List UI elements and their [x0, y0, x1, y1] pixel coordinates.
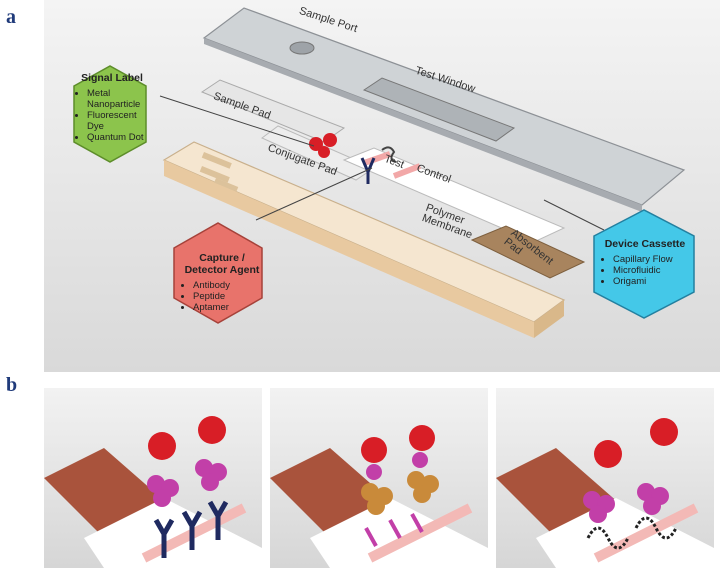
capture-agent-box: Capture / Detector Agent Antibody Peptid…: [182, 252, 262, 313]
signal-label-item: Metal Nanoparticle: [87, 88, 148, 110]
nanoparticle: [318, 146, 330, 158]
test-line: [363, 151, 391, 166]
capture-agent-item: Peptide: [193, 291, 262, 302]
sample-port-hole: [289, 41, 315, 55]
capture-agent-list: Antibody Peptide Aptamer: [182, 280, 262, 313]
device-cassette-title: Device Cassette: [604, 238, 686, 250]
device-cassette-item: Origami: [613, 276, 688, 287]
capture-agent-title: Capture / Detector Agent: [184, 252, 260, 276]
antibody-shape: [360, 157, 376, 184]
nanoparticle: [323, 133, 337, 147]
panel-label-a: a: [6, 6, 16, 28]
test-window-opening: [362, 77, 516, 142]
closeup-peptide: [270, 388, 488, 568]
signal-label-item: Fluorescent Dye: [87, 110, 148, 132]
signal-label-box: Signal Label Metal Nanoparticle Fluoresc…: [76, 72, 148, 143]
signal-label-title: Signal Label: [81, 72, 143, 84]
device-cassette-item: Capillary Flow: [613, 254, 688, 265]
signal-label-list: Metal Nanoparticle Fluorescent Dye Quant…: [76, 88, 148, 143]
signal-label-item: Quantum Dot: [87, 132, 148, 143]
closeup-peptide-illustration: [270, 425, 488, 568]
control-line: [392, 163, 422, 179]
signal-label-hexagon: [73, 65, 147, 163]
closeup-antibody: [44, 388, 262, 568]
closeup-aptamer-illustration: [496, 418, 714, 568]
device-exploded-view: Sample Port Test Window Sample Pad Conju…: [44, 0, 720, 372]
device-cassette-hexagon: [593, 209, 695, 319]
capture-agent-item: Aptamer: [193, 302, 262, 313]
capture-agent-item: Antibody: [193, 280, 262, 291]
sample-pad: [200, 79, 346, 143]
device-cassette-list: Capillary Flow Microfluidic Origami: [602, 254, 688, 287]
device-illustration: [73, 7, 695, 338]
absorbent-pad: [470, 225, 586, 279]
panel-label-b: b: [6, 374, 18, 396]
aptamer-shape: [381, 146, 397, 163]
closeup-aptamer: [496, 388, 714, 568]
device-cassette-item: Microfluidic: [613, 265, 688, 276]
device-cassette-box: Device Cassette Capillary Flow Microflui…: [602, 238, 688, 287]
capture-agent-hexagon: [173, 222, 263, 324]
nanoparticle: [309, 137, 323, 151]
closeup-antibody-illustration: [44, 416, 262, 568]
